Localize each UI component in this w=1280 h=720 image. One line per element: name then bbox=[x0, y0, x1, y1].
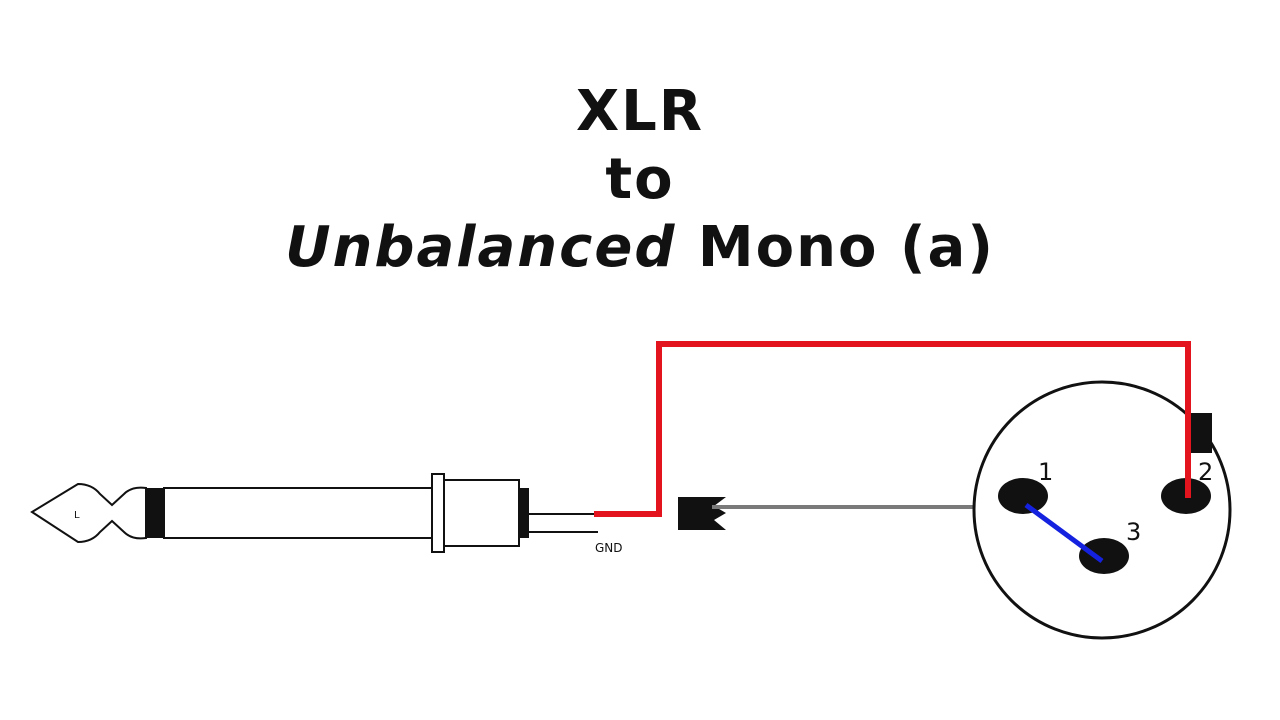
xlr-pin-3-label: 3 bbox=[1126, 518, 1141, 546]
signal-wire bbox=[594, 341, 1191, 517]
xlr-pin-2-label: 2 bbox=[1198, 458, 1213, 486]
xlr-latch-key bbox=[1188, 413, 1212, 453]
title-line-3: Unbalanced Mono (a) bbox=[0, 214, 1280, 282]
title-block: XLR to Unbalanced Mono (a) bbox=[0, 78, 1280, 282]
xlr-shell bbox=[972, 380, 1232, 640]
quarter-inch-plug-icon bbox=[30, 473, 598, 553]
plug-body bbox=[443, 479, 520, 547]
plug-body-end bbox=[519, 488, 529, 538]
xlr-pin-3 bbox=[1079, 538, 1129, 574]
ground-label: GND bbox=[595, 541, 623, 555]
plug-sleeve bbox=[163, 487, 433, 539]
plug-tip-label: L bbox=[74, 510, 80, 521]
plug-ring-insulator bbox=[146, 488, 164, 538]
title-line-2: to bbox=[605, 147, 675, 212]
xlr-pin-1 bbox=[998, 478, 1048, 514]
plug-collar bbox=[431, 473, 445, 553]
cable-clamp-icon bbox=[678, 497, 726, 530]
pin-bridge-wire bbox=[1024, 502, 1104, 564]
xlr-connector-icon bbox=[972, 380, 1232, 640]
title-line-1: XLR bbox=[576, 79, 704, 144]
title-line-3-rest: Mono (a) bbox=[676, 215, 995, 280]
xlr-pin-1-label: 1 bbox=[1038, 458, 1053, 486]
plug-tip bbox=[30, 482, 147, 544]
title-line-3-italic: Unbalanced bbox=[285, 215, 677, 280]
